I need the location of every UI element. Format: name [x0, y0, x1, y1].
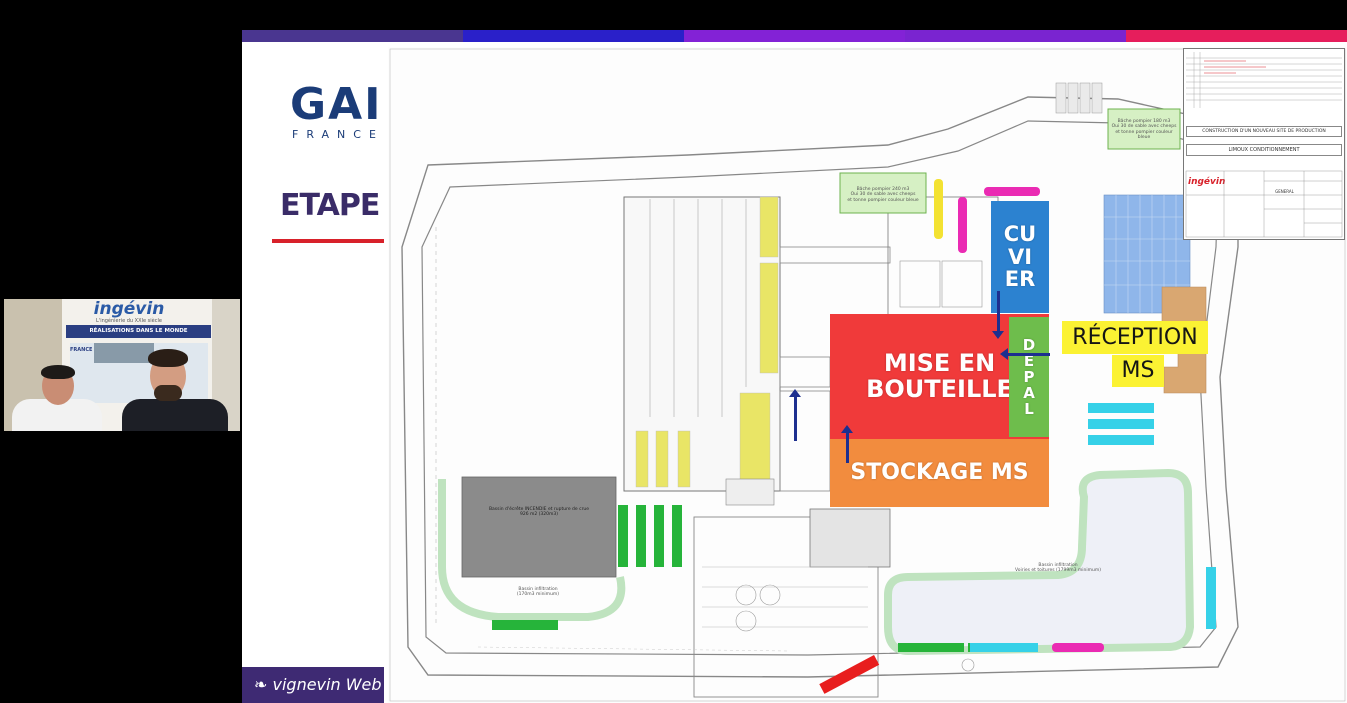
title-block-brand: ingévin: [1188, 177, 1226, 187]
bache-label-1: Bâche pompier 240 m3 Oui 30 de sable ave…: [847, 187, 919, 203]
zone-stockage-ms: STOCKAGE MS: [830, 439, 1049, 507]
logo-sub-text: FRANCE: [292, 128, 384, 141]
flow-arrow-stock-up: [846, 433, 849, 463]
plan-linework: [389, 48, 1346, 702]
zone-reception: RÉCEPTION: [1062, 321, 1208, 354]
stripe-segment-3: [684, 30, 905, 42]
flow-arrow-head-down: [992, 331, 1004, 339]
heading-underline: [272, 239, 384, 243]
bassin-label-2: Bassin infiltration (170m3 minimum): [516, 587, 560, 598]
slide-heading: ETAPE: [280, 188, 380, 223]
title-block-grid: [1185, 170, 1343, 238]
flow-arrow-reception-left: [1008, 353, 1050, 356]
stripe-segment-5: [1126, 30, 1347, 42]
flow-arrow-cuvier-down: [997, 291, 1000, 335]
footer-brand-text: vignevin Web: [272, 675, 382, 694]
bassin-label-3: Bassin infiltration Voiries et toitures …: [1014, 563, 1101, 574]
top-color-stripe: [242, 30, 1347, 42]
gai-france-logo: GAI FRANCE: [290, 82, 412, 142]
flow-arrow-head-left: [1000, 348, 1008, 360]
flow-arrow-left-up: [794, 397, 797, 441]
poster-country: FRANCE: [70, 347, 93, 353]
title-block-rows: [1186, 52, 1342, 108]
poster-photo: [94, 343, 154, 363]
bassin-label-1: Bassin d'écrête INCENDIE et rupture de c…: [488, 507, 590, 518]
title-block-general: GENERAL: [1275, 189, 1294, 194]
stripe-segment-2: [463, 30, 684, 42]
presenter-right: [4, 299, 240, 431]
site-plan-drawing: MISE EN BOUTEILLE STOCKAGE MS CU VI ER D…: [388, 47, 1347, 703]
bache-label-2: Bâche pompier 180 m3 Oui 30 de sable ave…: [1111, 119, 1177, 141]
title-block-project: CONSTRUCTION D'UN NOUVEAU SITE DE PRODUC…: [1186, 126, 1342, 137]
logo-main-text: GAI: [290, 79, 383, 130]
presentation-slide: GAI FRANCE ETAPE ❧ vignevin Web: [242, 30, 1347, 703]
poster-band: RÉALISATIONS DANS LE MONDE: [66, 325, 211, 338]
vignevin-footer-logo: ❧ vignevin Web: [242, 667, 384, 703]
flow-arrow-head-left-up: [789, 389, 801, 397]
poster-brand: ingévin: [93, 299, 165, 319]
presenter-left: [4, 299, 240, 431]
zone-cuvier: CU VI ER: [991, 201, 1049, 313]
webcam-feed: ingévin L'ingénierie du XXIe siècle RÉAL…: [4, 299, 240, 431]
poster-tagline: L'ingénierie du XXIe siècle: [96, 318, 162, 324]
zone-reception-ms: MS: [1112, 355, 1164, 387]
stripe-segment-4: [905, 30, 1126, 42]
title-block-logo: ingévin: [1188, 177, 1225, 187]
vine-icon: ❧: [254, 675, 273, 694]
title-block-site: LIMOUX CONDITIONNEMENT: [1186, 144, 1342, 156]
drawing-title-block: CONSTRUCTION D'UN NOUVEAU SITE DE PRODUC…: [1183, 48, 1345, 240]
zone-depal: D E P A L: [1009, 317, 1049, 437]
flow-arrow-head-up: [841, 425, 853, 433]
stripe-segment-1: [242, 30, 463, 42]
